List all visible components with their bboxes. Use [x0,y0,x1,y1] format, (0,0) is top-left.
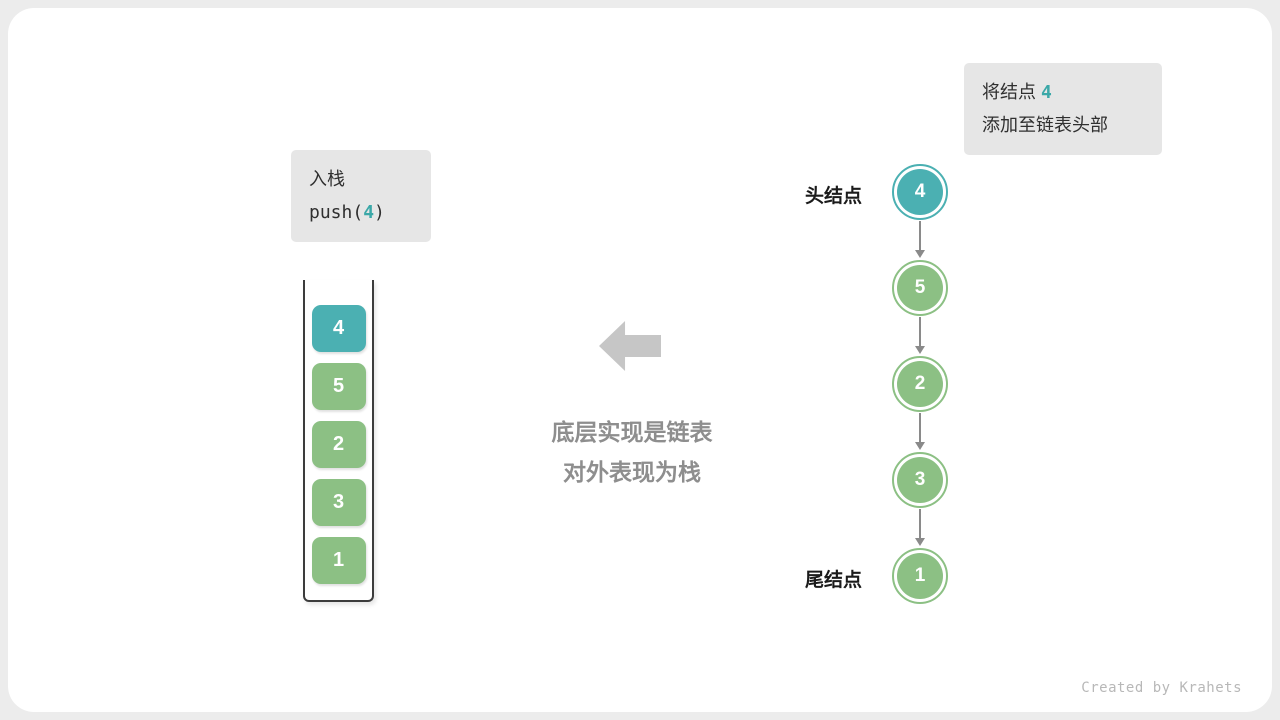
caption: 底层实现是链表 对外表现为栈 [460,412,804,492]
head-node-label: 头结点 [804,186,862,207]
stack-item: 3 [311,479,366,526]
annotation-line1-value: 4 [1041,82,1052,103]
caption-line1: 底层实现是链表 [551,419,713,445]
stack-item: 4 [311,305,366,352]
stack-container: 4 5 2 3 1 [303,280,374,602]
arrow-down-icon [914,221,926,258]
caption-line2: 对外表现为栈 [563,459,701,485]
list-node: 4 [892,164,948,220]
arrow-down-icon [914,317,926,354]
operation-code: push(4) [309,196,413,229]
list-node-value: 5 [897,265,943,311]
list-node: 3 [892,452,948,508]
stack-item: 2 [311,421,366,468]
credit-text: Created by Krahets [1081,680,1242,696]
stack-item: 5 [311,363,366,410]
operation-title: 入栈 [309,169,345,189]
arrow-down-icon [914,413,926,450]
annotation-line1: 将结点 4 [982,76,1144,109]
arrow-down-icon [914,509,926,546]
operation-box: 入栈 push(4) [291,150,431,242]
list-node: 1 [892,548,948,604]
operation-code-prefix: push( [309,202,364,223]
list-node-value: 2 [897,361,943,407]
stack-item: 1 [311,537,366,584]
tail-node-label: 尾结点 [804,570,862,591]
annotation-line1-text: 将结点 [982,82,1036,102]
list-node-value: 1 [897,553,943,599]
annotation-box: 将结点 4 添加至链表头部 [964,63,1162,155]
list-node-value: 3 [897,457,943,503]
operation-code-value: 4 [363,202,375,223]
list-node: 2 [892,356,948,412]
list-node: 5 [892,260,948,316]
operation-code-suffix: ) [374,202,385,223]
annotation-line2: 添加至链表头部 [982,115,1108,135]
list-node-value: 4 [897,169,943,215]
